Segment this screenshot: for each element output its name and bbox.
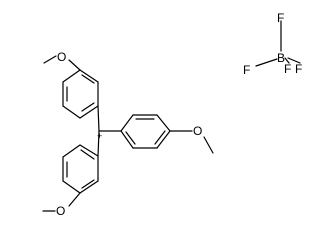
top-anisyl-ring <box>62 69 99 119</box>
top-methoxy-group <box>43 55 81 71</box>
top-methoxy-oxygen-label: O <box>57 50 66 64</box>
fluorine-left-label: F <box>243 63 250 77</box>
right-methoxy-oxygen-label: O <box>193 124 202 138</box>
carbocation-charge-label: + <box>97 131 102 141</box>
fluorine-lower-middle-label: F <box>284 62 291 76</box>
fluorine-top-label: F <box>277 11 284 25</box>
tetrafluoroborate-anion <box>255 20 301 67</box>
fluorine-right-label: F <box>295 62 302 76</box>
boron-label: B <box>277 51 285 65</box>
central-to-top-ring-bond <box>97 105 100 132</box>
bottom-methoxy-group <box>42 192 81 212</box>
right-anisyl-ring <box>120 114 171 149</box>
bottom-anisyl-ring <box>62 144 99 194</box>
right-methoxy-group <box>169 130 214 154</box>
central-to-bottom-ring-bond <box>97 130 100 157</box>
bottom-methoxy-oxygen-label: O <box>56 204 65 218</box>
